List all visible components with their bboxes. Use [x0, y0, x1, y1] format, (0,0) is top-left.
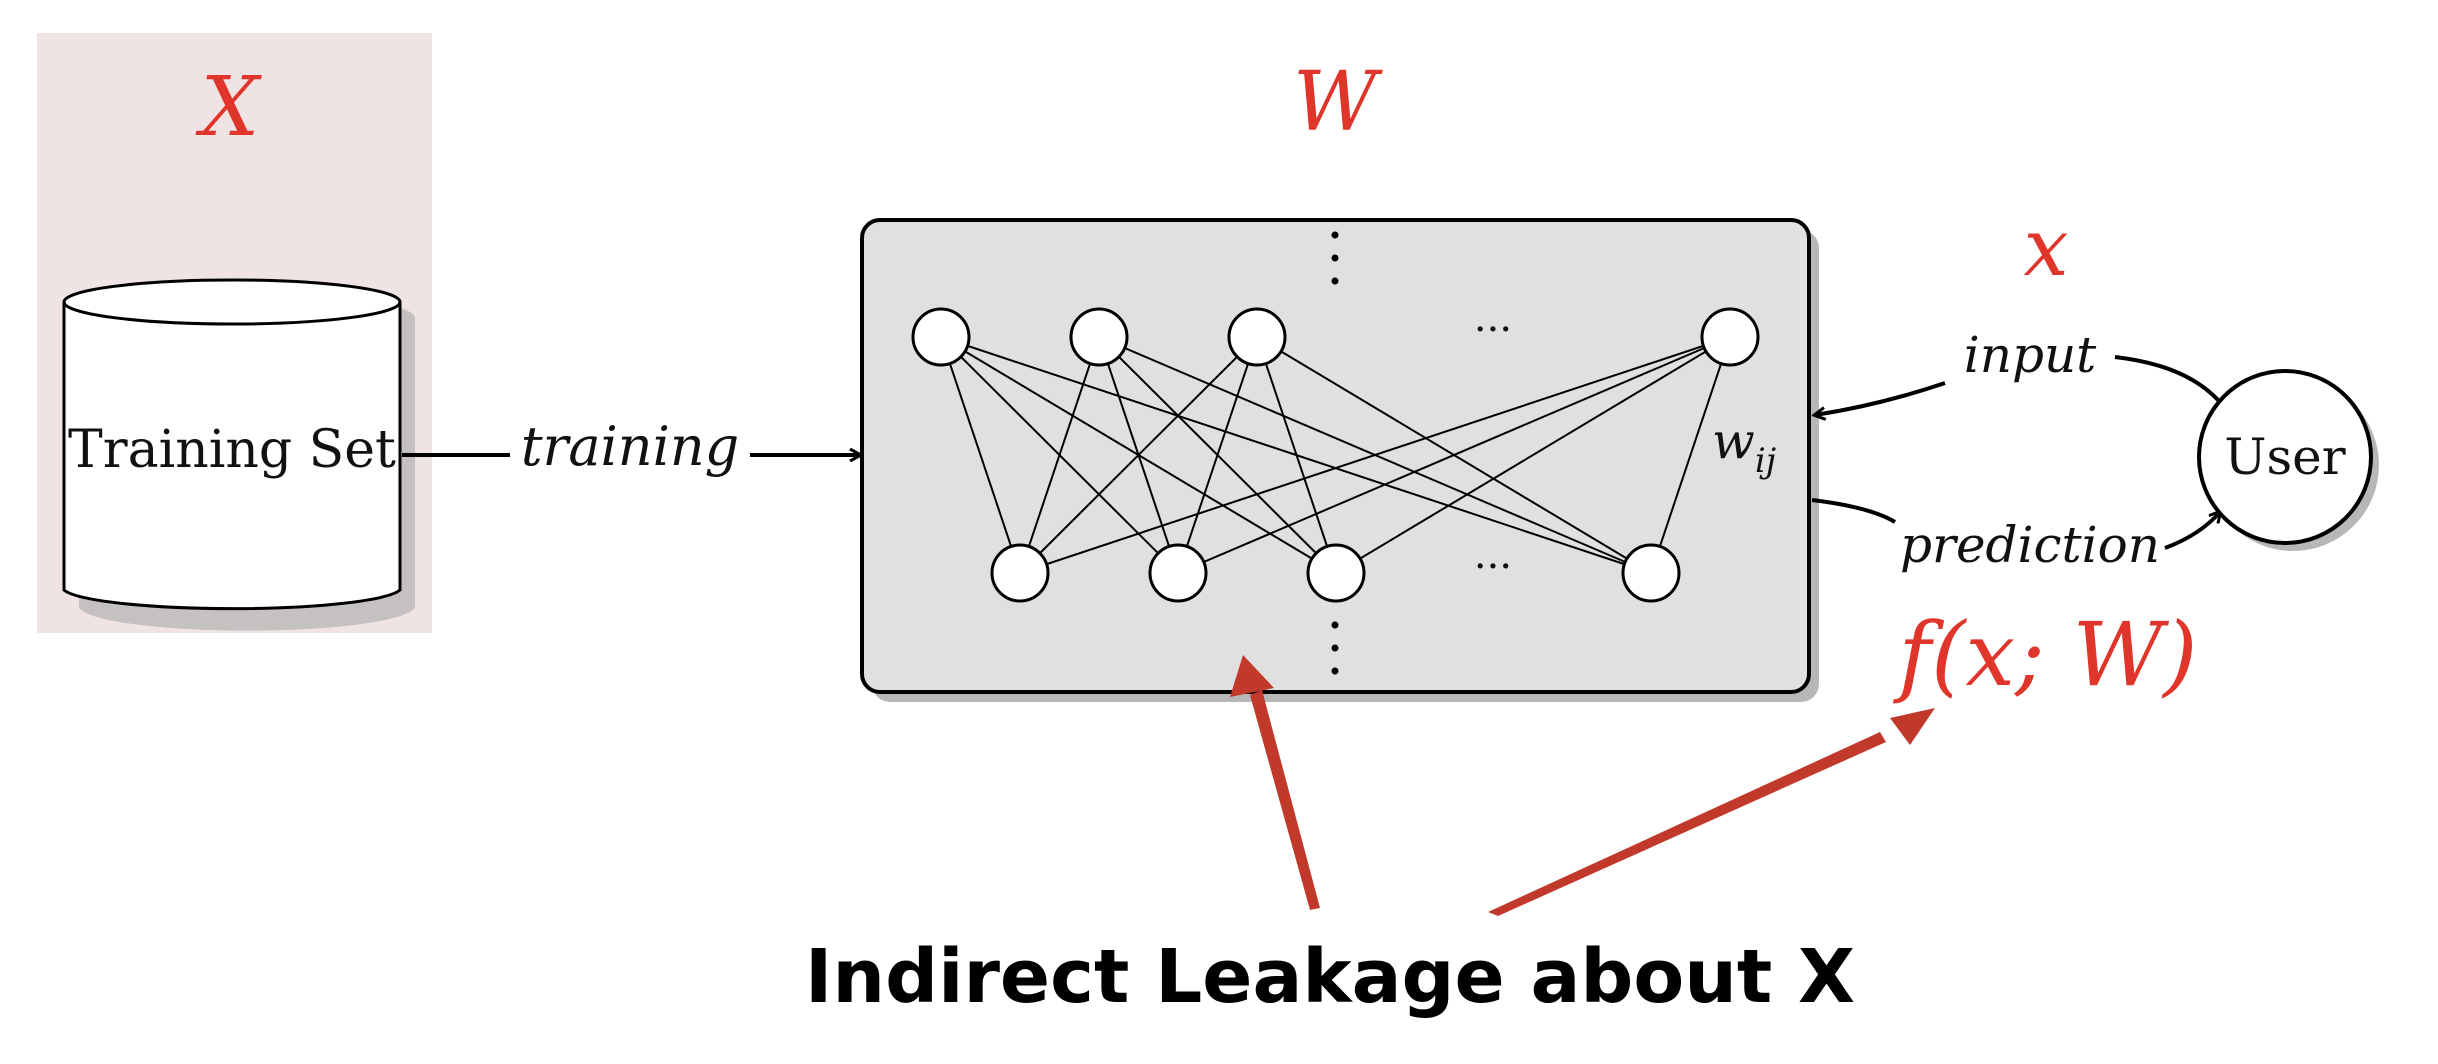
horizontal-ellipsis-bottom: ···: [1474, 544, 1512, 590]
input-flow-label: input: [1964, 326, 2097, 384]
prediction-flow: [1811, 498, 2220, 550]
leakage-arrow-to-weights: [1230, 655, 1320, 910]
neuron: [1148, 543, 1208, 603]
user-node: User: [2197, 369, 2379, 551]
training-data-symbol: X: [195, 60, 263, 155]
training-flow: training: [402, 415, 860, 478]
output-expression: f(x; W): [1893, 603, 2198, 706]
neuron: [1700, 307, 1760, 367]
input-layer: [911, 307, 1760, 367]
neuron: [1069, 307, 1129, 367]
input-flow: [1815, 355, 2220, 415]
training-flow-label: training: [521, 415, 739, 478]
training-set-cylinder: Training Set: [62, 278, 415, 631]
network-connections: [940, 336, 1731, 574]
model-symbol: W: [1293, 55, 1383, 150]
leakage-caption: Indirect Leakage about X: [805, 934, 1855, 1020]
neuron: [990, 543, 1050, 603]
horizontal-ellipsis-top: ···: [1474, 307, 1512, 353]
training-data-panel: X Training Set: [37, 33, 432, 633]
vertical-ellipsis-top: [1331, 231, 1339, 285]
neuron: [1306, 543, 1366, 603]
training-set-label: Training Set: [68, 420, 396, 480]
leakage-arrow-to-output: [1488, 708, 1935, 916]
prediction-flow-label: prediction: [1900, 516, 2160, 574]
input-symbol: x: [2023, 201, 2068, 294]
user-label: User: [2224, 428, 2345, 486]
weight-label: wij: [1712, 412, 1777, 481]
hidden-layer: [990, 543, 1681, 603]
vertical-ellipsis-bottom: [1331, 621, 1339, 675]
neuron: [911, 307, 971, 367]
neuron: [1621, 543, 1681, 603]
neuron: [1227, 307, 1287, 367]
neural-network-panel: ··· ··· wij: [860, 218, 1819, 702]
